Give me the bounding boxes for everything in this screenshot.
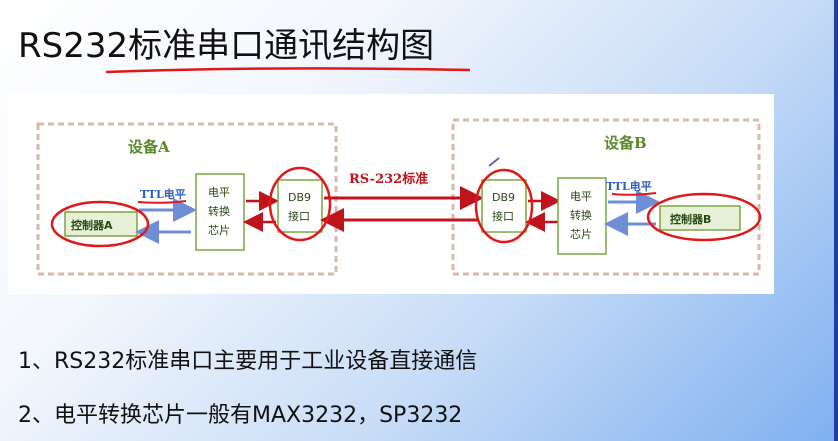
annotation-circle-db9-b (474, 168, 534, 244)
db9-port-a-box (277, 179, 323, 233)
device-a-label: 设备A (128, 138, 170, 156)
note-item-2: 2、电平转换芯片一般有MAX3232，SP3232 (18, 403, 463, 428)
ttl-label-a: TTL电平 (140, 187, 186, 201)
annotation-circle-controller-b (646, 192, 762, 242)
converter-a-line-3: 芯片 (208, 223, 230, 237)
annotation-underline-ttl-a (137, 200, 187, 204)
converter-b-line-2: 转换 (570, 208, 592, 222)
converter-b-box (557, 177, 607, 255)
converter-b-line-3: 芯片 (570, 227, 592, 241)
db9-port-a-line-2: 接口 (288, 210, 310, 223)
db9-port-a-line-1: DB9 (288, 191, 311, 204)
converter-a-line-2: 转换 (208, 204, 230, 218)
controller-b-box (659, 205, 741, 231)
converter-a-line-1: 电平 (208, 186, 230, 199)
controller-b-label: 控制器B (670, 212, 711, 226)
annotation-pen-stroke (488, 157, 500, 167)
converter-b-line-1: 电平 (570, 190, 592, 203)
rs232-structure-diagram: 设备A 设备B 控制器A TTL电平 电平 转换 芯片 DB9 接口 RS-23… (36, 118, 762, 276)
controller-a-label: 控制器A (71, 218, 113, 232)
slide-title: RS232标准串口通讯结构图 (18, 26, 435, 66)
diagram-panel: 设备A 设备B 控制器A TTL电平 电平 转换 芯片 DB9 接口 RS-23… (8, 94, 774, 294)
rs232-link-label: RS-232标准 (349, 171, 428, 187)
db9-port-b-line-1: DB9 (492, 191, 515, 204)
db9-port-b-box (481, 179, 527, 233)
ttl-label-b: TTL电平 (606, 179, 652, 193)
annotation-circle-db9-a (268, 166, 332, 242)
annotation-circle-controller-a (50, 200, 150, 248)
title-underline-annotation (105, 67, 471, 74)
db9-port-b-line-2: 接口 (492, 210, 514, 223)
device-b-label: 设备B (604, 134, 647, 152)
annotation-underline-ttl-b (611, 192, 657, 196)
converter-a-box (195, 173, 245, 251)
note-item-1: 1、RS232标准串口主要用于工业设备直接通信 (18, 349, 478, 374)
slide-right-edge (834, 0, 838, 441)
